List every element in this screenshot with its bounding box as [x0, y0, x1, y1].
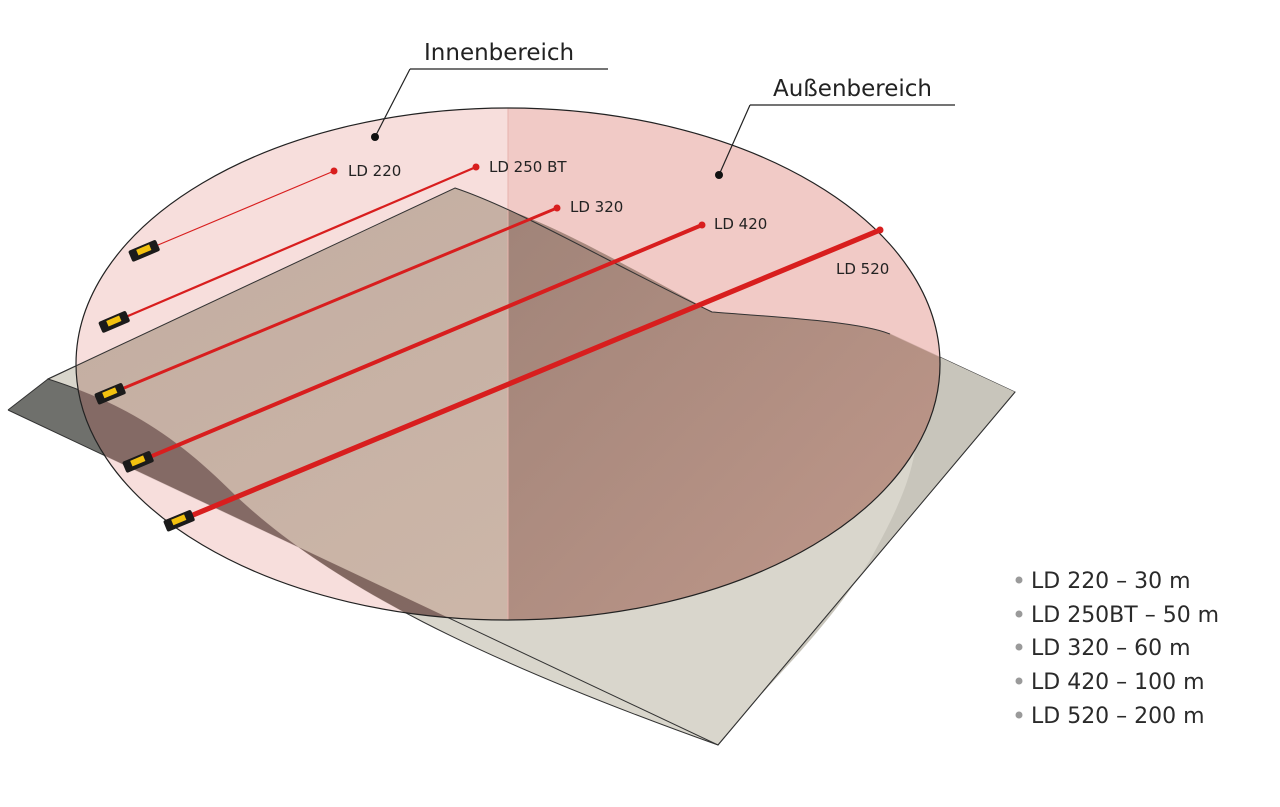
legend-item: LD 420 – 100 m — [1015, 670, 1205, 695]
legend: LD 220 – 30 m LD 250BT – 50 m LD 320 – 6… — [1015, 569, 1219, 729]
legend-item-text: LD 320 – 60 m — [1031, 636, 1191, 661]
devices — [94, 240, 195, 532]
callout-outer: Außenbereich — [715, 76, 955, 179]
disc-outline — [75, 107, 941, 621]
zone-outer-label: Außenbereich — [773, 76, 932, 102]
distance-meter-icon — [122, 451, 154, 473]
ground-right-face — [718, 334, 1015, 745]
legend-item: LD 220 – 30 m — [1015, 569, 1191, 594]
laser-target-dot — [876, 226, 884, 234]
device-display — [136, 244, 152, 256]
device-labels: LD 220 LD 250 BT LD 320 LD 420 LD 520 — [348, 158, 889, 278]
hill-ridge — [47, 187, 891, 380]
device-label: LD 250 BT — [489, 158, 567, 176]
device-label: LD 420 — [714, 215, 767, 233]
legend-item: LD 250BT – 50 m — [1015, 603, 1219, 628]
laser-beam — [150, 223, 704, 458]
legend-item-text: LD 520 – 200 m — [1031, 704, 1205, 729]
laser-target-dot — [472, 163, 480, 171]
zone-inner-label: Innenbereich — [424, 40, 574, 66]
laser-target-dot — [330, 167, 338, 175]
callout-inner: Innenbereich — [371, 40, 608, 141]
legend-item-text: LD 420 – 100 m — [1031, 670, 1205, 695]
legend-item-text: LD 250BT – 50 m — [1031, 603, 1219, 628]
device-display — [171, 514, 187, 526]
distance-meter-icon — [163, 510, 195, 532]
distance-meter-icon — [98, 311, 130, 333]
disc-shadow — [76, 379, 718, 620]
distance-meter-icon — [94, 383, 126, 405]
laser-beams — [122, 163, 884, 518]
laser-target-dot — [698, 221, 706, 229]
laser-beam — [126, 165, 478, 318]
laser-beam — [122, 206, 559, 390]
legend-item-text: LD 220 – 30 m — [1031, 569, 1191, 594]
legend-item: LD 520 – 200 m — [1015, 704, 1205, 729]
device-display — [102, 387, 118, 399]
device-label: LD 320 — [570, 198, 623, 216]
laser-beam — [157, 170, 335, 246]
device-display — [106, 315, 122, 327]
laser-target-dot — [553, 204, 561, 212]
legend-item: LD 320 – 60 m — [1015, 636, 1191, 661]
laser-beam — [190, 227, 883, 518]
distance-meter-icon — [128, 240, 160, 262]
device-label: LD 520 — [836, 260, 889, 278]
device-display — [130, 455, 146, 467]
device-label: LD 220 — [348, 162, 401, 180]
